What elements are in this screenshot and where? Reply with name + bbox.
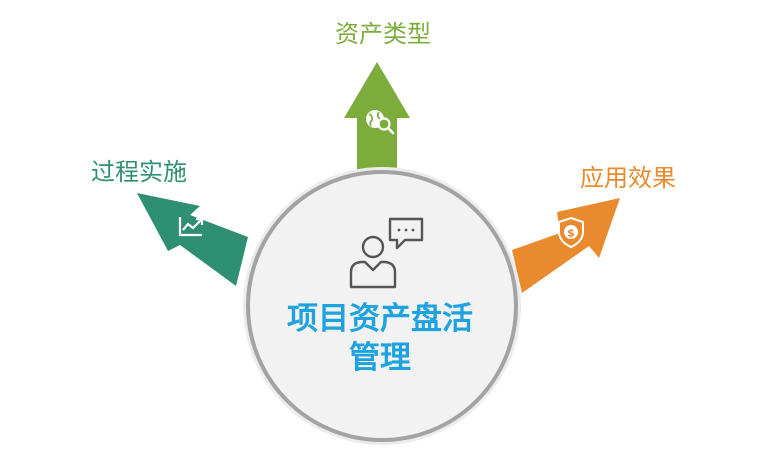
globe-search-icon <box>366 110 395 135</box>
center-title-line2: 管理 <box>349 340 411 376</box>
arrow-right-shape <box>512 198 620 293</box>
label-asset-type: 资产类型 <box>335 20 431 48</box>
person-chat-icon <box>349 217 424 289</box>
arrow-left-shape <box>137 193 248 286</box>
arrow-right: $ <box>512 198 620 293</box>
disc-ring <box>246 170 518 442</box>
svg-text:$: $ <box>567 227 575 240</box>
trend-chart-icon <box>178 217 204 237</box>
arrow-left <box>137 193 248 286</box>
shield-dollar-icon: $ <box>558 216 584 249</box>
arrow-top-shape <box>344 62 410 200</box>
center-title: 项目资产盘活 管理 <box>200 300 560 378</box>
center-disc <box>243 167 521 445</box>
disc-face <box>248 172 516 440</box>
label-application-effect: 应用效果 <box>580 164 676 192</box>
arrow-top <box>344 62 410 200</box>
center-title-line1: 项目资产盘活 <box>287 301 473 337</box>
label-process-implementation: 过程实施 <box>91 158 187 186</box>
